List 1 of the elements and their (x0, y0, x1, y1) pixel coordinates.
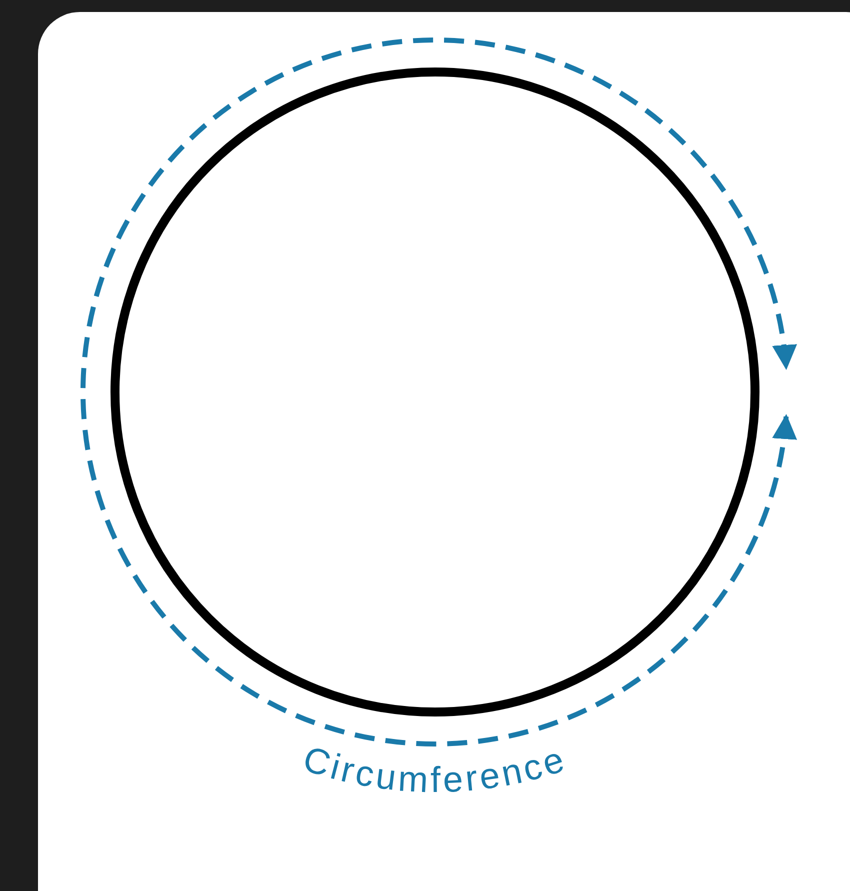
circumference-label: Circumference (298, 738, 572, 800)
